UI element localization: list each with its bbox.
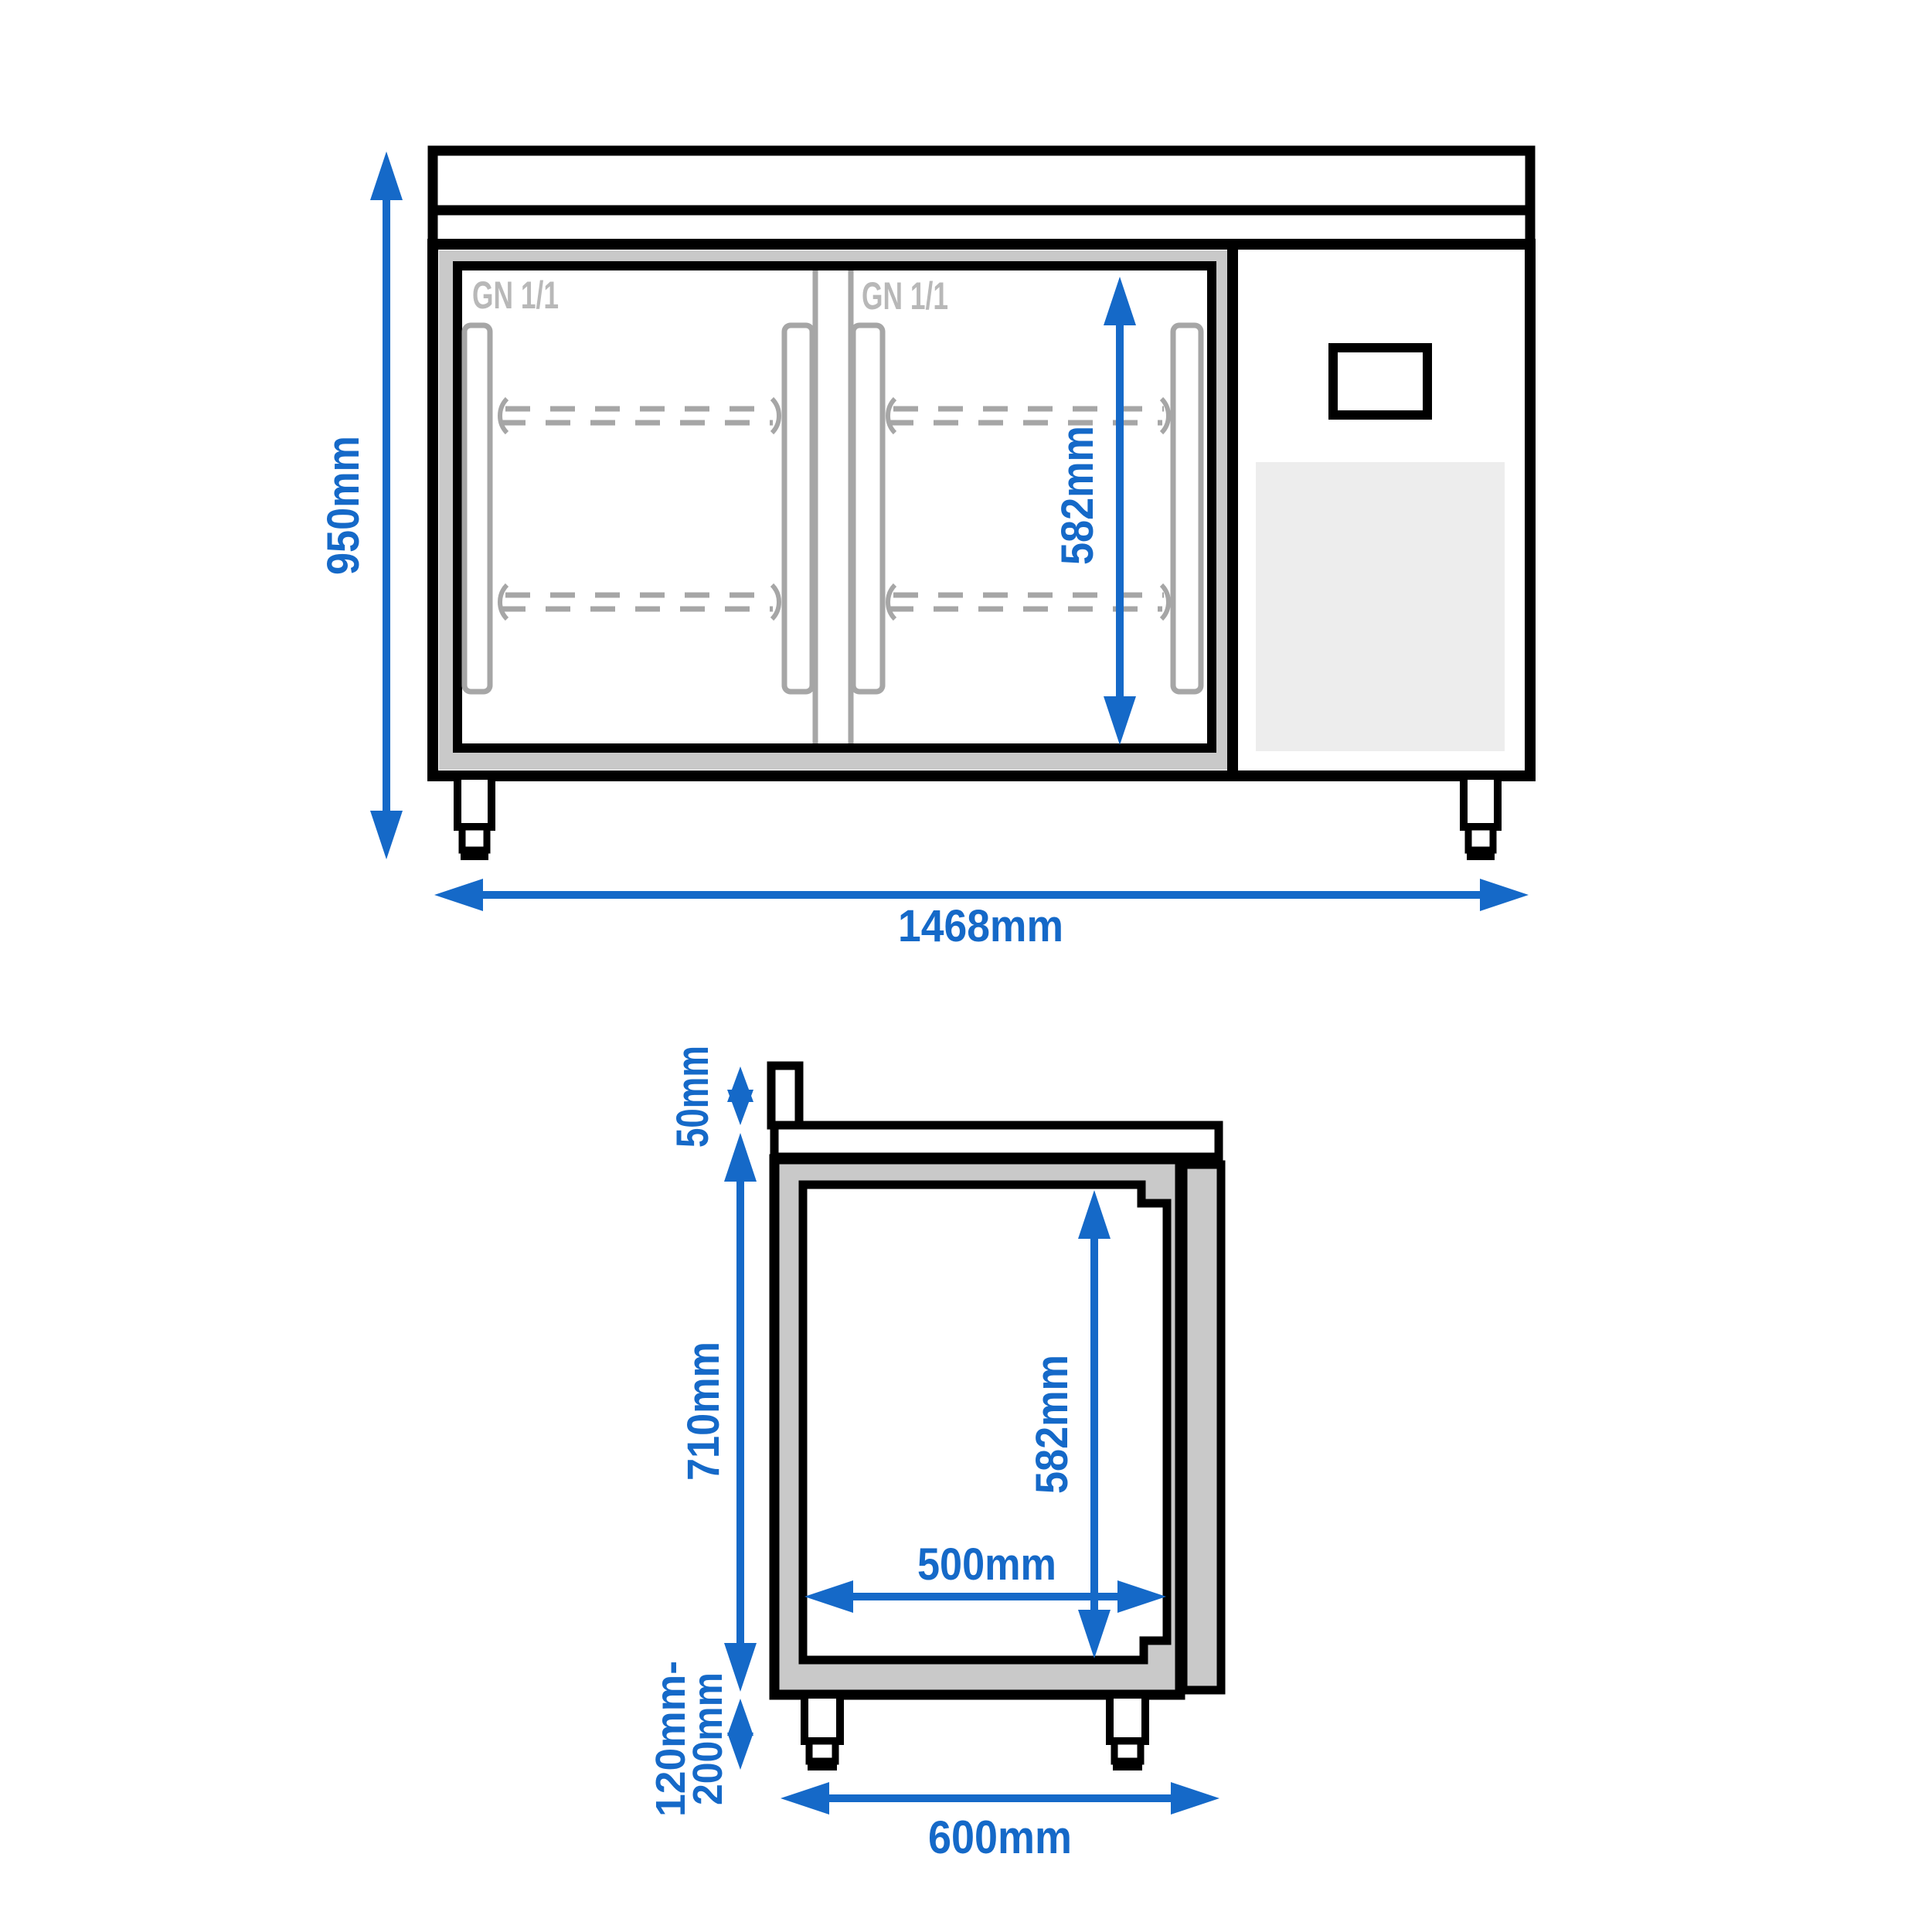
arrowhead-right [1480, 879, 1529, 911]
arrowhead-down [370, 811, 403, 859]
dim-overall-height: 950mm [318, 151, 403, 859]
arrowhead-down [724, 1643, 757, 1692]
front-machine-divider [1227, 250, 1238, 776]
right-door-right-profile-bar [1170, 322, 1204, 695]
arrowhead-down [1104, 696, 1136, 745]
rail-hook-left [886, 396, 897, 435]
arrowhead-left [781, 1782, 829, 1815]
leg-foot-cap [461, 848, 488, 860]
side-door-profile [1179, 1160, 1226, 1695]
arrowhead-down [1078, 1610, 1111, 1658]
rail-hook-left [498, 583, 509, 621]
side-inner-height-label: 582mm [1027, 1355, 1077, 1494]
arrowhead-down [727, 1090, 753, 1125]
front-view: GN 1/1 GN 1/1 950mm 582mm [318, 145, 1536, 951]
front-door-opening [453, 261, 1216, 753]
dim-inner-depth: 500mm [804, 1539, 1166, 1613]
arrowhead-up [1078, 1190, 1111, 1239]
leg-foot-cap [1113, 1759, 1142, 1770]
arrowhead-up [727, 1699, 753, 1736]
dim-side-inner-height: 582mm [1027, 1190, 1111, 1658]
arrowhead-up [370, 151, 403, 200]
rail-hook-right [770, 583, 781, 621]
arrowhead-right [1117, 1580, 1166, 1613]
front-worktop [427, 145, 1536, 216]
left-door-gn-label: GN 1/1 [472, 274, 559, 317]
right-door-handle-bar [850, 322, 886, 695]
arrowhead-right [1171, 1782, 1219, 1815]
inner-depth-label: 500mm [917, 1539, 1056, 1590]
arrowhead-up [1104, 277, 1136, 325]
left-door-left-profile-bar [461, 322, 493, 695]
dim-overall-width: 1468mm [434, 879, 1529, 951]
arrowhead-left [804, 1580, 853, 1613]
arrowhead-left [434, 879, 483, 911]
leg-height-label-line1: 120mm- [648, 1661, 694, 1817]
side-front-leg [801, 1691, 844, 1770]
left-door-lower-shelf-rails [498, 583, 781, 621]
dim-upstand-height: 50mm [668, 1046, 753, 1148]
right-door-gn-label: GN 1/1 [862, 274, 948, 318]
dim-leg-height: 120mm- 200mm [648, 1661, 753, 1817]
front-inner-height-label: 582mm [1053, 426, 1103, 565]
overall-width-label: 1468mm [898, 901, 1063, 951]
rail-hook-right [770, 396, 781, 435]
front-left-leg [454, 772, 495, 860]
rail-hook-right [1159, 583, 1171, 621]
side-view: 50mm 710mm 120mm- 200mm 582mm [648, 1046, 1226, 1863]
arrowhead-up [724, 1133, 757, 1182]
vent-panel [1256, 462, 1505, 751]
rail-hook-right [1159, 396, 1171, 435]
overall-depth-label: 600mm [928, 1811, 1072, 1863]
arrowhead-down [727, 1733, 753, 1770]
leg-height-label-line2: 200mm [685, 1672, 731, 1805]
upstand-height-label: 50mm [668, 1046, 718, 1148]
dim-body-height: 710mm [679, 1133, 757, 1692]
control-display [1328, 343, 1432, 420]
side-worktop [770, 1121, 1223, 1162]
left-door-handle-bar [781, 322, 815, 695]
leg-foot-cap [1467, 848, 1495, 860]
side-upstand [767, 1061, 804, 1130]
body-height-label: 710mm [679, 1342, 729, 1481]
overall-height-label: 950mm [318, 436, 369, 575]
dim-front-inner-height: 582mm [1053, 277, 1136, 745]
rail-hook-left [886, 583, 897, 621]
side-interior-opening [798, 1180, 1172, 1665]
leg-foot-cap [808, 1759, 837, 1770]
dim-overall-depth: 600mm [781, 1782, 1219, 1863]
rail-hook-left [498, 396, 509, 435]
side-rear-leg [1106, 1691, 1149, 1770]
front-right-leg [1460, 772, 1502, 860]
left-door-upper-shelf-rails [498, 396, 781, 435]
